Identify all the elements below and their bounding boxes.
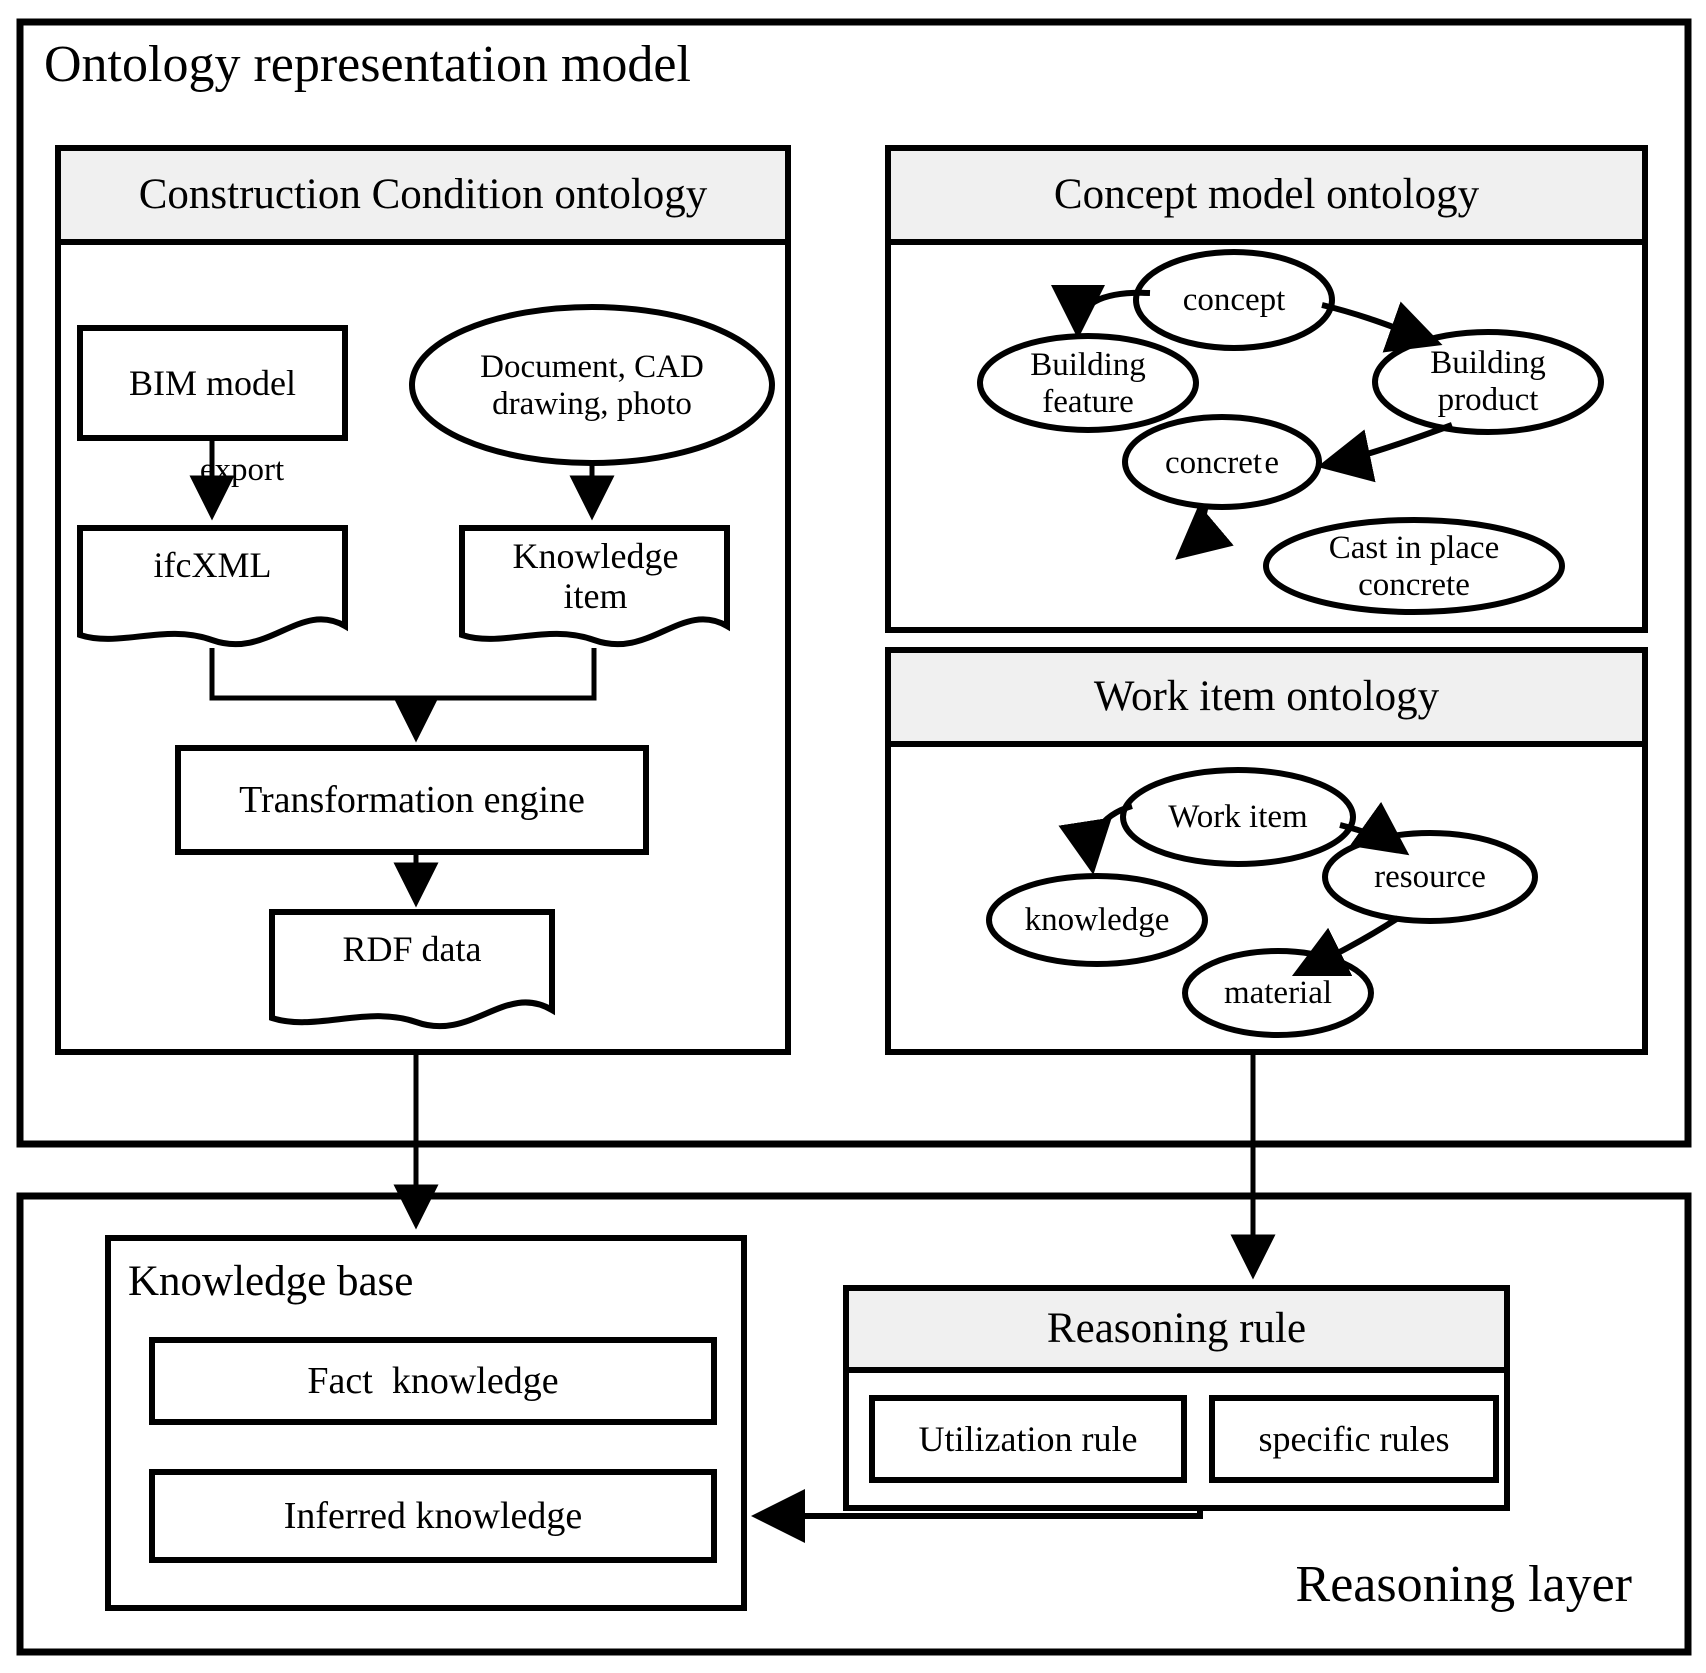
- node-fact-knowledge-label: Fact knowledge: [307, 1359, 559, 1402]
- node-building-feature-label: Building feature: [1030, 347, 1146, 420]
- node-knowledge-item: [459, 525, 730, 648]
- node-transformation-engine-label: Transformation engine: [239, 778, 585, 821]
- arrow-work-item-to-resource: [1339, 801, 1410, 856]
- node-document-cad-label: Document, CAD drawing, photo: [480, 349, 704, 422]
- node-utilization-rule: [869, 1395, 1187, 1483]
- arrow-concept-to-building-product: [1321, 301, 1443, 353]
- reasoning-layer-label: Reasoning layer: [1295, 1556, 1632, 1613]
- edge-label-export: export: [199, 451, 285, 488]
- node-cast-in-place-concrete: [1263, 517, 1565, 615]
- panel-work-item-title: Work item ontology: [1093, 672, 1440, 720]
- node-bim-model-label: BIM model: [129, 362, 296, 403]
- panel-reasoning-rule-header: [843, 1285, 1510, 1373]
- outer-container-reasoning-layer: [16, 1192, 1692, 1656]
- node-fact-knowledge: [149, 1337, 717, 1425]
- node-concept: [1133, 249, 1335, 351]
- panel-construction-condition-title: Construction Condition ontology: [138, 170, 708, 218]
- node-inferred-knowledge-label: Inferred knowledge: [283, 1494, 583, 1537]
- node-specific-rules-label: specific rules: [1258, 1418, 1450, 1459]
- arrow-resource-to-material: [1291, 915, 1400, 977]
- arrow-work-item-to-knowledge: [1058, 803, 1133, 875]
- node-utilization-rule-label: Utilization rule: [918, 1418, 1138, 1459]
- panel-knowledge-base-title: Knowledge base: [128, 1258, 414, 1305]
- page-title: Ontology representation model: [44, 36, 691, 93]
- node-specific-rules: [1209, 1395, 1499, 1483]
- node-rdf-data-label: RDF data: [342, 928, 482, 969]
- arrow-concept-to-building-feature: [1051, 284, 1151, 339]
- node-work-item-label: Work item: [1168, 798, 1308, 835]
- panel-concept-model-title: Concept model ontology: [1053, 170, 1480, 218]
- node-ifcxml: [77, 525, 348, 648]
- node-building-product: [1372, 329, 1604, 435]
- panel-construction-condition-header: [55, 145, 791, 245]
- panel-concept-model-header: [885, 145, 1648, 245]
- node-concrete-label: concret e: [1165, 444, 1279, 481]
- connector-ifcxml-to-merge: [209, 648, 416, 701]
- node-inferred-knowledge: [149, 1469, 717, 1563]
- node-knowledge-item-label: Knowledge item: [512, 535, 679, 616]
- node-resource-label: resource: [1374, 858, 1486, 895]
- node-building-product-label: Building product: [1430, 345, 1546, 418]
- node-concept-label: concept: [1182, 281, 1286, 318]
- panel-reasoning-rule-title: Reasoning rule: [1046, 1304, 1307, 1352]
- node-knowledge: [986, 873, 1208, 967]
- connector-knowledge-item-to-merge: [416, 648, 597, 701]
- node-bim-model: [77, 325, 348, 441]
- node-rdf-data: [269, 909, 555, 1030]
- node-material-label: material: [1223, 974, 1333, 1011]
- node-knowledge-label: knowledge: [1024, 901, 1170, 938]
- arrow-concrete-to-cast-in-place: [1175, 503, 1234, 560]
- node-ifcxml-label: ifcXML: [153, 544, 272, 585]
- panel-work-item-header: [885, 647, 1648, 747]
- node-cast-in-place-concrete-label: Cast in place concrete: [1328, 530, 1500, 603]
- node-transformation-engine: [175, 745, 649, 855]
- arrow-building-product-to-concrete: [1317, 422, 1454, 483]
- arrow-reasoning-rule-to-inferred: [751, 1489, 1203, 1543]
